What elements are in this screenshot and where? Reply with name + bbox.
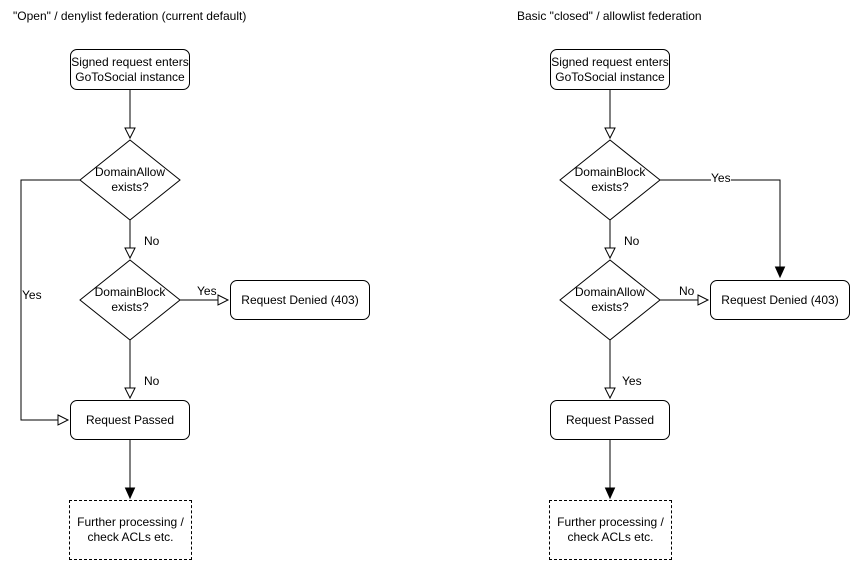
left-decision1-yes-label: Yes bbox=[22, 288, 42, 302]
left-further-node: Further processing / check ACLs etc. bbox=[69, 500, 192, 560]
left-passed-node: Request Passed bbox=[70, 400, 190, 440]
right-start-node: Signed request enters GoToSocial instanc… bbox=[550, 49, 670, 90]
shape-right-decision1-diamond bbox=[559, 139, 661, 221]
left-decision2-yes-label: Yes bbox=[197, 284, 217, 298]
left-flow-title: "Open" / denylist federation (current de… bbox=[13, 9, 247, 23]
right-flow-title: Basic "closed" / allowlist federation bbox=[517, 9, 702, 23]
right-further-node: Further processing / check ACLs etc. bbox=[549, 500, 672, 560]
left-start-node: Signed request enters GoToSocial instanc… bbox=[70, 49, 190, 90]
right-decision1-yes-label: Yes bbox=[711, 171, 731, 185]
right-decision2-yes-label: Yes bbox=[622, 374, 642, 388]
edge-left-decision1-yes-to-passed bbox=[20, 179, 80, 426]
right-decision1-no-label: No bbox=[624, 234, 640, 248]
shape-right-decision2-diamond bbox=[559, 259, 661, 341]
edge-right-decision1-yes-to-denied bbox=[660, 179, 786, 279]
right-decision2-no-label: No bbox=[679, 284, 695, 298]
right-passed-node: Request Passed bbox=[550, 400, 670, 440]
right-denied-node: Request Denied (403) bbox=[710, 280, 850, 320]
left-decision1-no-label: No bbox=[144, 234, 160, 248]
left-denied-node: Request Denied (403) bbox=[230, 280, 370, 320]
shape-left-decision2-diamond bbox=[79, 259, 181, 341]
shape-left-decision1-diamond bbox=[79, 139, 181, 221]
left-decision2-no-label: No bbox=[144, 374, 160, 388]
